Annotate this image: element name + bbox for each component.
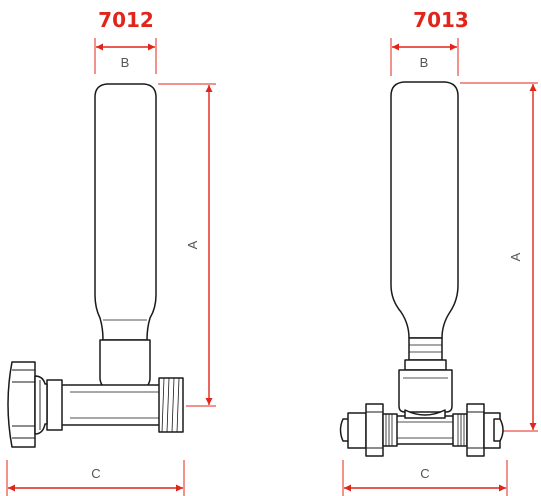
- dimension-label-c: C: [420, 466, 429, 481]
- dimension-b-7013: B: [390, 38, 459, 76]
- dimension-label-b: B: [121, 55, 130, 70]
- dimension-label-a: A: [508, 252, 523, 261]
- valve-drawing-7013: [339, 81, 504, 457]
- dimension-c-7013: C: [342, 460, 508, 496]
- product-title-7013: 7013: [413, 8, 469, 32]
- dimension-a-7012: A: [158, 83, 216, 407]
- dimension-b-7012: B: [94, 38, 157, 74]
- valve-drawing-7012: [7, 83, 184, 448]
- dimension-label-c: C: [91, 466, 100, 481]
- dimension-a-7013: A: [460, 82, 538, 432]
- dimension-label-a: A: [185, 240, 200, 249]
- dimension-c-7012: C: [6, 460, 185, 496]
- dimension-label-b: B: [420, 55, 429, 70]
- product-title-7012: 7012: [98, 8, 154, 32]
